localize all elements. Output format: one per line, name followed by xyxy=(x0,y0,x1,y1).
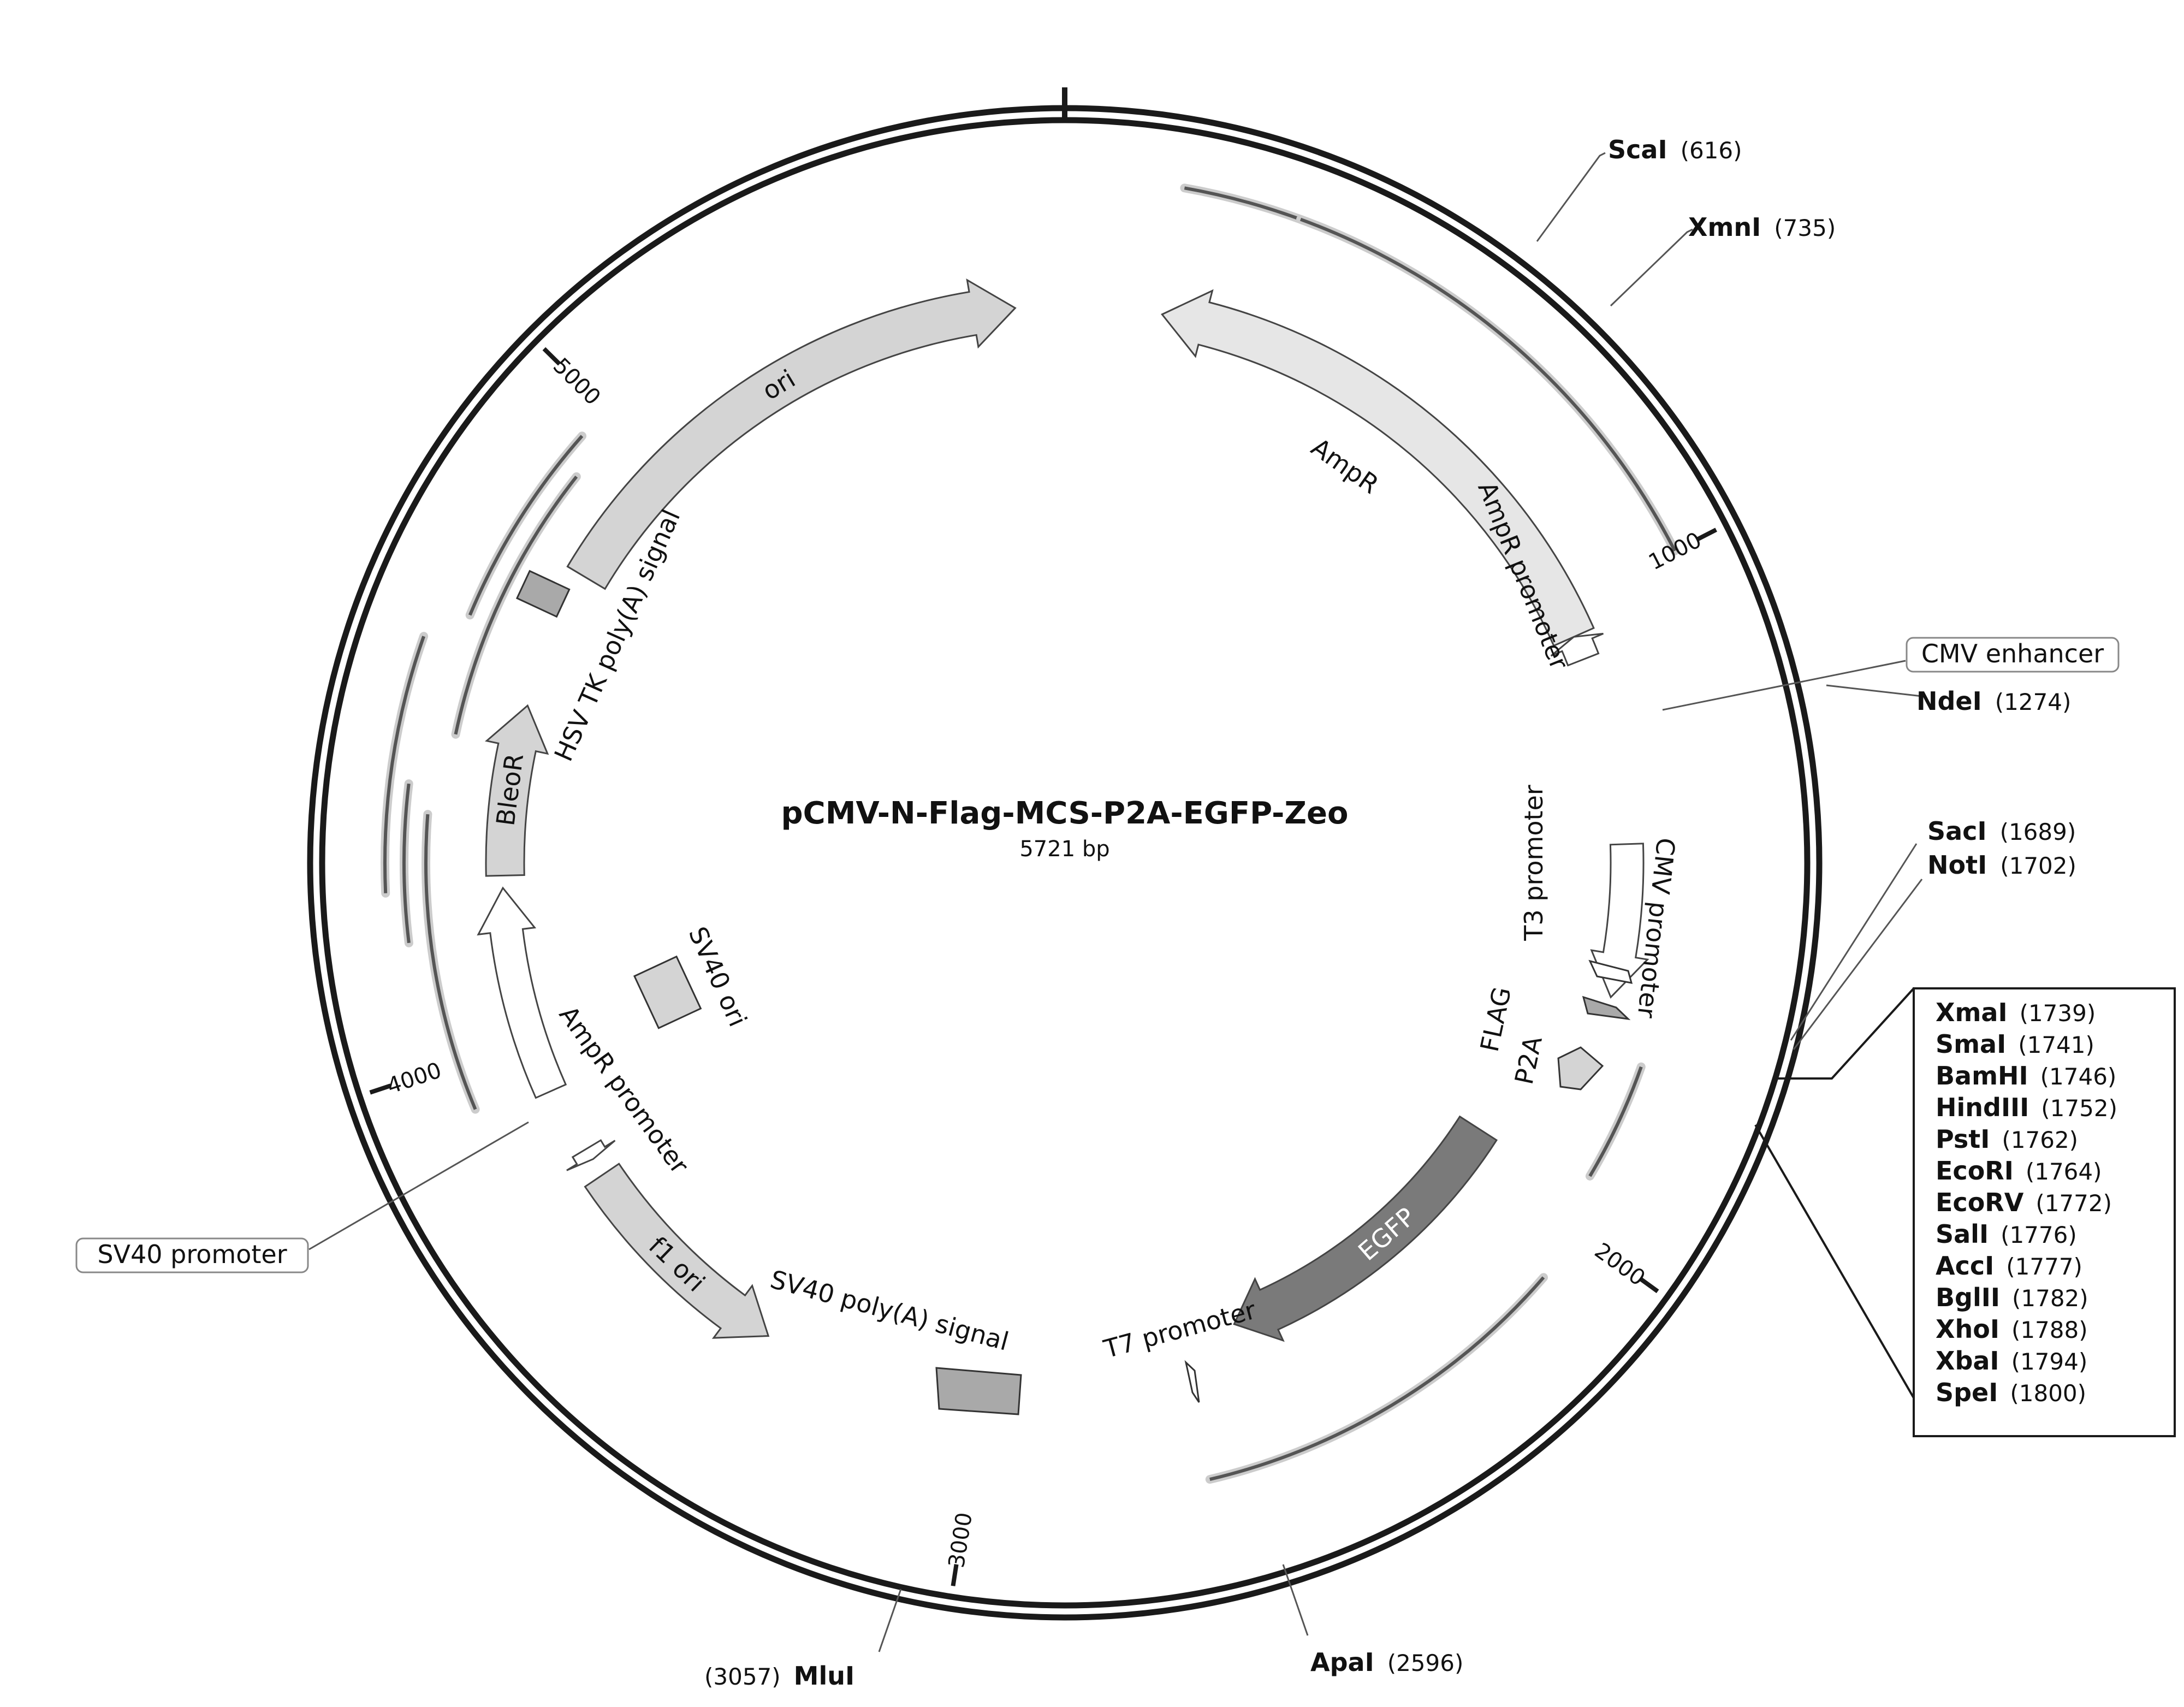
ampr-label: AmpR xyxy=(1306,432,1384,499)
sv40-ori-label: SV40 ori xyxy=(683,922,753,1031)
small-features xyxy=(515,570,1633,1415)
orf-arc xyxy=(402,783,411,944)
mcs-site-spei: SpeI(1800) xyxy=(1936,1378,2086,1407)
mcs-site-list: XmaI(1739)SmaI(1741)BamHI(1746) HindIII(1… xyxy=(1936,998,2117,1407)
hsv-tk-polya-box xyxy=(515,570,571,618)
site-noti: NotI(1702) xyxy=(1927,850,2076,880)
orf-arcs xyxy=(380,183,1679,1484)
orf-arc xyxy=(1588,1066,1643,1177)
t7-promoter-arrow xyxy=(1184,1360,1200,1403)
site-labels: ScaI(616) XmnI(735) NdeI(1274) SacI(1689… xyxy=(704,135,2076,1691)
tick-label: 1000 xyxy=(1645,527,1706,575)
orf-arc xyxy=(424,814,477,1110)
t3-promoter-label: T3 promoter xyxy=(1519,785,1548,941)
plasmid-title: pCMV-N-Flag-MCS-P2A-EGFP-Zeo xyxy=(781,796,1349,831)
restriction-sites xyxy=(878,152,1923,1652)
tick-label: 2000 xyxy=(1590,1238,1649,1291)
tick-mark xyxy=(369,1083,391,1095)
site-apai: ApaI(2596) xyxy=(1310,1647,1463,1677)
plasmid-length: 5721 bp xyxy=(1019,837,1109,862)
sv40-promoter-arrow-arrow xyxy=(477,886,567,1099)
mcs-site-ecorv: EcoRV(1772) xyxy=(1936,1188,2112,1217)
orf-arc xyxy=(1209,1276,1545,1481)
tick-label: 4000 xyxy=(384,1058,444,1099)
site-mlui: (3057)MluI xyxy=(704,1661,854,1691)
mcs-box: XmaI(1739)SmaI(1741)BamHI(1746) HindIII(1… xyxy=(1754,987,2176,1437)
mcs-site-ecori: EcoRI(1764) xyxy=(1936,1156,2102,1186)
flag-arrow xyxy=(1582,995,1631,1021)
mcs-site-sali: SalI(1776) xyxy=(1936,1219,2077,1249)
egfp-arrow xyxy=(1233,1115,1498,1342)
mcs-site-xhoi: XhoI(1788) xyxy=(1936,1314,2088,1344)
AmpR-arrow xyxy=(1160,289,1595,647)
feature-labels: AmpR ori EGFP CMV promoter BleoR f1 ori … xyxy=(490,364,1681,1364)
site-scai: ScaI(616) xyxy=(1608,135,1742,164)
mcs-site-smai: SmaI(1741) xyxy=(1936,1029,2094,1059)
tick-mark xyxy=(951,1564,959,1586)
mcs-site-psti: PstI(1762) xyxy=(1936,1124,2078,1154)
bleor-arrow xyxy=(485,704,549,877)
f1-ori-arrow xyxy=(584,1163,770,1339)
cmv-enhancer-label: CMV enhancer xyxy=(1921,639,2104,668)
tick-mark xyxy=(1695,527,1717,542)
site-ndei: NdeI(1274) xyxy=(1916,686,2071,716)
ampr-promoter-arrow-left-arrow xyxy=(566,1139,616,1171)
site-saci: SacI(1689) xyxy=(1927,816,2076,846)
mcs-site-xmai: XmaI(1739) xyxy=(1936,998,2096,1027)
sv40-polya-box xyxy=(935,1367,1022,1415)
t3-promoter-arrow xyxy=(1588,959,1633,984)
p2a-arrow xyxy=(1557,1046,1604,1090)
sv40-promoter-label: SV40 promoter xyxy=(97,1240,287,1269)
t7-promoter-label: T7 promoter xyxy=(1100,1295,1259,1364)
tick-mark xyxy=(542,347,561,366)
ampr-promoter-arrow-right-arrow xyxy=(1550,632,1604,667)
orf-arc xyxy=(1299,217,1677,552)
cmv-enhancer-callout: CMV enhancer xyxy=(1662,637,2120,711)
site-xmni: XmnI(735) xyxy=(1688,212,1836,242)
p2a-label: P2A xyxy=(1509,1033,1548,1087)
sv40-polya-label: SV40 poly(A) signal xyxy=(767,1264,1012,1356)
backbone xyxy=(307,87,1823,1621)
tick-label: 3000 xyxy=(944,1511,977,1570)
flag-label: FLAG xyxy=(1475,985,1517,1054)
mcs-site-bglii: BglII(1782) xyxy=(1936,1283,2088,1312)
feature-arrows xyxy=(477,278,1649,1342)
mcs-site-bamhi: BamHI(1746) xyxy=(1936,1061,2116,1090)
orf-arc xyxy=(383,636,425,893)
mcs-site-hindiii: HindIII(1752) xyxy=(1936,1093,2117,1122)
tick-label: 5000 xyxy=(548,353,606,410)
ori-arrow xyxy=(566,278,1017,590)
sv40-ori-box xyxy=(633,955,702,1029)
mcs-site-acci: AccI(1777) xyxy=(1936,1251,2082,1281)
ampr-promoter-label-left: AmpR promoter xyxy=(554,1000,695,1180)
orf-arc xyxy=(468,435,584,616)
tick-mark xyxy=(1639,1277,1659,1294)
orf-arc xyxy=(454,476,578,735)
mcs-site-xbai: XbaI(1794) xyxy=(1936,1346,2087,1376)
sv40-promoter-callout: SV40 promoter xyxy=(75,1121,529,1273)
